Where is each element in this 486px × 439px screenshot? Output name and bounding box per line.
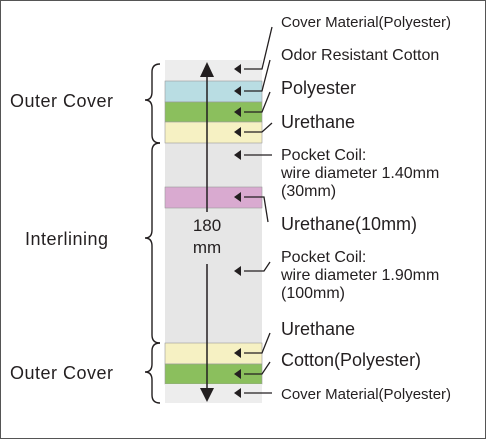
label-urethane-bottom: Urethane [281, 319, 355, 339]
leader-lines [244, 26, 273, 394]
dimension-arrow [200, 62, 214, 402]
layer-pointer-markers [234, 64, 241, 398]
label-cover-material-bottom: Cover Material(Polyester) [281, 386, 451, 403]
label-polyester: Polyester [281, 78, 356, 98]
side-label-outer-cover-top: Outer Cover [10, 91, 114, 111]
label-urethane-10mm: Urethane(10mm) [281, 214, 417, 234]
label-pocket-coil-2-wire: wire diameter 1.90mm [280, 267, 439, 284]
label-cover-material-top: Cover Material(Polyester) [281, 14, 451, 31]
side-label-outer-cover-bottom: Outer Cover [10, 363, 114, 383]
label-pocket-coil-1-title: Pocket Coil: [281, 147, 366, 164]
side-label-interlining: Interlining [25, 229, 109, 249]
brace-outer-cover-bottom [144, 342, 161, 404]
brace-outer-cover-top [144, 63, 161, 144]
layer-cover-top [165, 60, 262, 81]
brace-interlining [144, 142, 161, 344]
label-cotton-polyester: Cotton(Polyester) [281, 350, 421, 370]
label-pocket-coil-2-title: Pocket Coil: [281, 249, 366, 266]
label-urethane-top: Urethane [281, 112, 355, 132]
label-odor-resistant-cotton: Odor Resistant Cotton [281, 47, 439, 64]
label-pocket-coil-2-size: (100mm) [281, 285, 345, 302]
label-pocket-coil-1-wire: wire diameter 1.40mm [280, 165, 439, 182]
label-pocket-coil-1-size: (30mm) [281, 183, 336, 200]
layer-cover-bottom [165, 384, 262, 403]
dimension-value: 180 [193, 216, 221, 235]
dimension-unit: mm [193, 238, 221, 257]
